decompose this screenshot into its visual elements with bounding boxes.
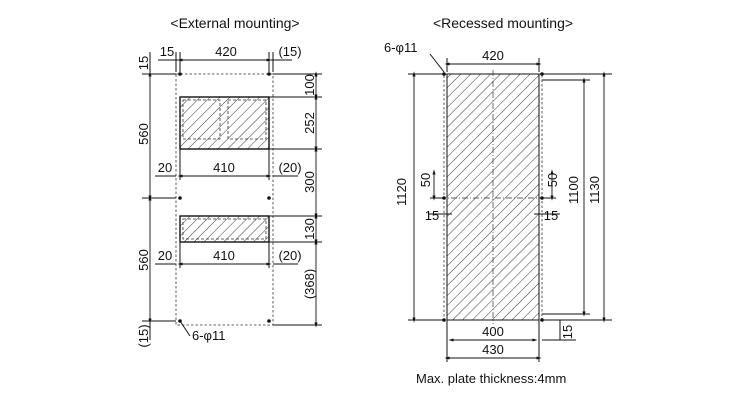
recessed-mounting: <Recessed mounting> 6-φ11 420 1120 50 1 xyxy=(384,15,612,362)
rec-label-420-top: 420 xyxy=(482,48,504,63)
ext-label-410-mid1: 410 xyxy=(213,160,235,175)
external-hole xyxy=(178,196,182,200)
ext-label-20p-mid1: (20) xyxy=(278,160,301,175)
external-upper-inner-right xyxy=(227,99,267,140)
ext-label-420-top: 420 xyxy=(215,44,237,59)
external-hole xyxy=(267,196,271,200)
rec-label-430: 430 xyxy=(482,342,504,357)
ext-label-100: 100 xyxy=(302,74,317,96)
rec-holes-leader xyxy=(429,53,445,73)
ext-label-20-mid2: 20 xyxy=(158,248,172,263)
external-hole xyxy=(178,72,182,76)
rec-label-1100: 1100 xyxy=(566,176,581,204)
ext-label-15-left: 15 xyxy=(136,56,151,70)
external-mounting: <External mounting> 15 420 (15) xyxy=(136,15,322,348)
rec-label-1130: 1130 xyxy=(587,176,602,204)
ext-label-252: 252 xyxy=(302,112,317,134)
ext-label-20p-mid2: (20) xyxy=(278,248,301,263)
rec-label-15-left: 15 xyxy=(425,208,439,223)
rec-label-15-right: 15 xyxy=(544,208,558,223)
ext-label-130: 130 xyxy=(302,218,317,240)
external-panel-outline xyxy=(175,73,274,326)
ext-holes-leader xyxy=(179,320,191,337)
ext-label-15p-left: (15) xyxy=(136,324,151,347)
ext-label-368p: (368) xyxy=(302,269,317,299)
ext-label-20-mid1: 20 xyxy=(158,160,172,175)
ext-label-15-top: 15 xyxy=(160,44,174,59)
rec-label-50-right: 50 xyxy=(545,173,560,187)
external-hole xyxy=(267,72,271,76)
rec-holes-label: 6-φ11 xyxy=(384,40,417,55)
rec-label-50-left: 50 xyxy=(418,173,433,187)
external-lower-cutout xyxy=(179,215,270,243)
ext-label-300: 300 xyxy=(302,171,317,193)
recessed-title: <Recessed mounting> xyxy=(433,15,573,31)
external-lower-inner xyxy=(182,218,267,240)
ext-label-560b: 560 xyxy=(136,249,151,271)
rec-label-400: 400 xyxy=(482,324,504,339)
rec-label-15-bottom: 15 xyxy=(560,325,575,339)
ext-label-15p-top: (15) xyxy=(278,44,301,59)
external-upper-inner-left xyxy=(182,99,221,140)
rec-label-1120: 1120 xyxy=(394,178,409,206)
ext-holes-label: 6-φ11 xyxy=(192,328,225,343)
external-title: <External mounting> xyxy=(170,15,299,31)
ext-label-410-mid2: 410 xyxy=(213,248,235,263)
external-upper-cutout xyxy=(179,96,270,150)
external-hole xyxy=(267,319,271,323)
plate-thickness-note: Max. plate thickness:4mm xyxy=(416,371,566,386)
ext-label-560a: 560 xyxy=(136,123,151,145)
